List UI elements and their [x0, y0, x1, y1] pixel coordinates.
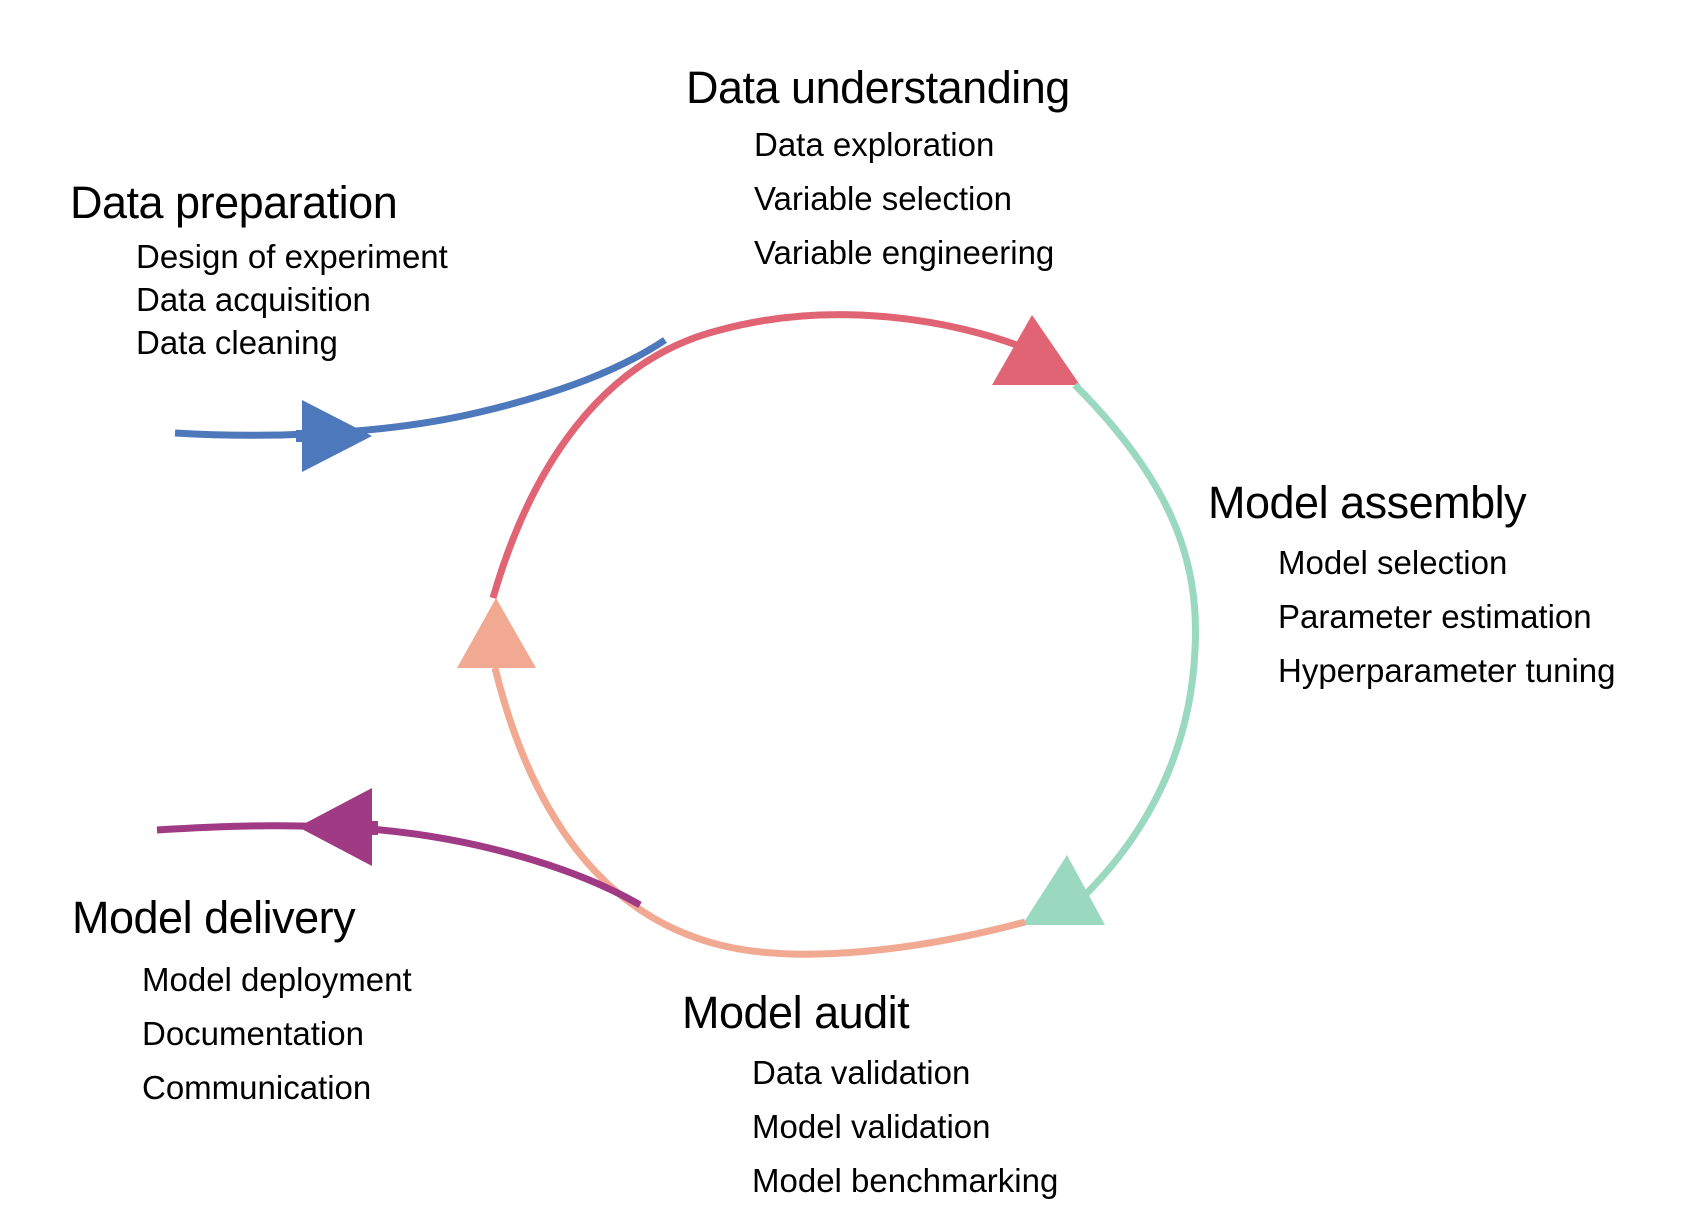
stage-data-understanding: Data understanding Data exploration Vari… — [686, 62, 1070, 271]
stage-item: Design of experiment — [136, 238, 448, 275]
stage-item: Variable selection — [754, 180, 1013, 217]
arc-understanding-line — [489, 311, 1032, 599]
stage-items: Model selection Parameter estimation Hyp… — [1278, 536, 1616, 698]
stage-item: Communication — [142, 1069, 372, 1106]
stage-item: Data validation — [752, 1054, 971, 1091]
stage-model-audit: Model audit Data validation Model valida… — [682, 987, 1058, 1199]
stage-model-delivery: Model delivery Model deployment Document… — [72, 892, 412, 1106]
arc-assembly-line — [1072, 382, 1200, 898]
input-flow-line — [174, 337, 667, 439]
stage-items: Design of experiment Data acquisition Da… — [136, 235, 448, 364]
stage-title: Model assembly — [1208, 477, 1527, 528]
arc-understanding-arrowhead — [992, 315, 1080, 385]
stage-item: Model benchmarking — [752, 1162, 1059, 1199]
stage-item: Model deployment — [142, 961, 412, 998]
stage-model-assembly: Model assembly Model selection Parameter… — [1208, 477, 1616, 689]
stage-item: Model selection — [1278, 544, 1508, 581]
stage-title: Model audit — [682, 987, 910, 1038]
stage-title: Model delivery — [72, 892, 356, 943]
stage-item: Documentation — [142, 1015, 364, 1052]
input-arrow-stub — [296, 430, 306, 442]
stage-item: Data cleaning — [136, 324, 338, 361]
stage-items: Data exploration Variable selection Vari… — [754, 118, 1054, 280]
stage-item: Data acquisition — [136, 281, 371, 318]
arc-audit-line — [491, 667, 1026, 958]
stage-title: Data understanding — [686, 62, 1070, 113]
stage-title: Data preparation — [70, 177, 398, 228]
arc-assembly-arrowhead — [1022, 855, 1105, 925]
stage-item: Data exploration — [754, 126, 995, 163]
arc-audit-arrowhead — [457, 598, 536, 668]
stage-item: Variable engineering — [754, 234, 1055, 271]
stage-items: Data validation Model validation Model b… — [752, 1046, 1058, 1208]
stage-item: Hyperparameter tuning — [1278, 652, 1616, 689]
output-arrowhead — [298, 788, 372, 866]
input-arrowhead — [302, 400, 372, 472]
output-arrow-stub — [368, 821, 378, 835]
stage-items: Model deployment Documentation Communica… — [142, 953, 412, 1115]
stage-data-preparation: Data preparation Design of experiment Da… — [70, 177, 448, 361]
stage-item: Parameter estimation — [1278, 598, 1592, 635]
stage-item: Model validation — [752, 1108, 991, 1145]
